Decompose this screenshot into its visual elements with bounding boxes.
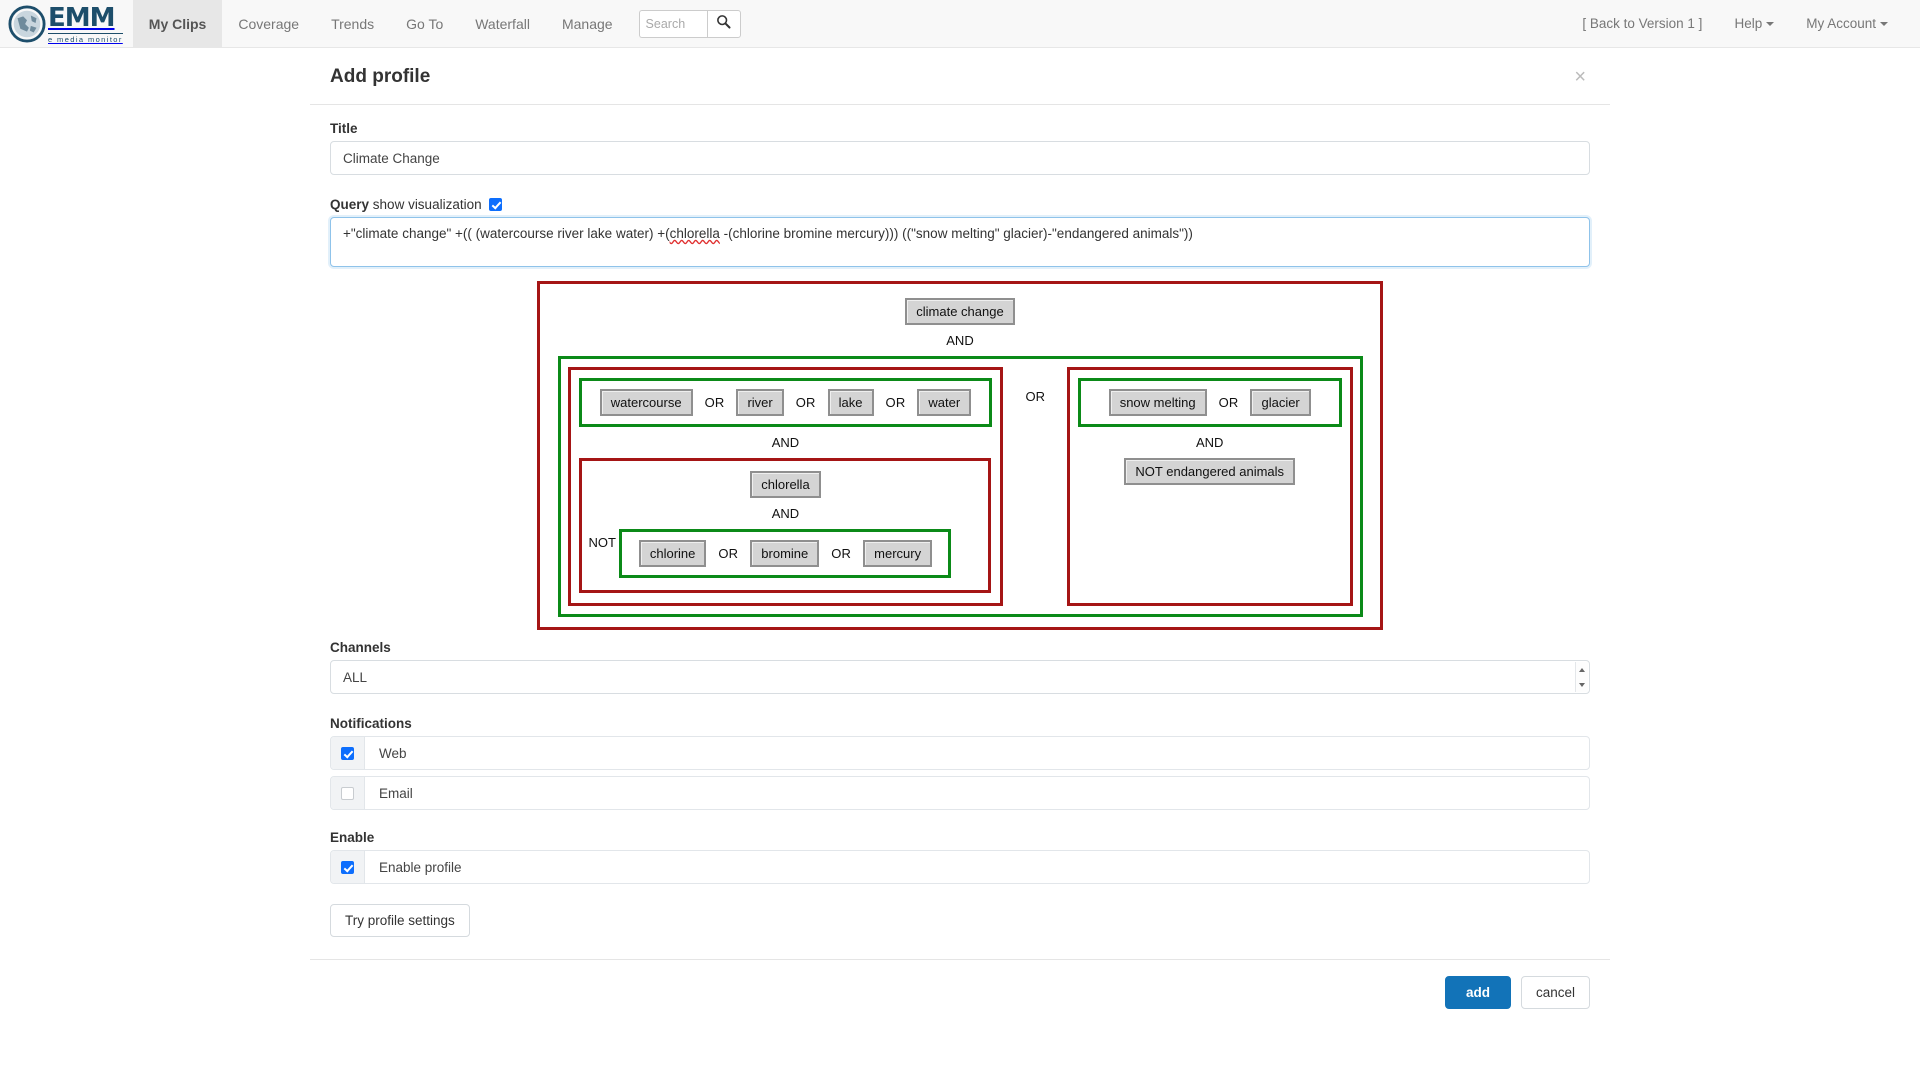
viz-root-group: climate change AND watercourse OR river … [537,281,1383,630]
query-visualization: climate change AND watercourse OR river … [330,267,1590,640]
viz-token-mercury: mercury [863,540,933,567]
viz-token-chlorella: chlorella [750,471,821,498]
viz-left-branch: watercourse OR river OR lake OR water AN… [567,367,1004,606]
viz-right-operator: AND [1196,435,1224,450]
viz-left-op-3: OR [885,395,906,410]
viz-root-operator: AND [946,333,974,348]
secondary-nav: [ Back to Version 1 ] Help My Account [1568,0,1920,47]
enable-profile-checkbox-cell [331,851,365,883]
nav-item-my-account[interactable]: My Account [1792,0,1902,48]
query-text-misspelled: chlorella [669,226,720,241]
enable-label: Enable [330,830,375,845]
viz-right-terms-group: snow melting OR glacier [1077,378,1342,427]
search-input[interactable]: Search [638,9,707,38]
enable-profile-label: Enable profile [379,859,462,875]
viz-token-bromine: bromine [750,540,820,567]
page-body: Add profile × Title Query show visualiza… [0,48,1920,1027]
primary-nav: My Clips Coverage Trends Go To Waterfall… [132,0,629,48]
viz-token-snow-melting: snow melting [1108,389,1207,416]
brand-name: EMM [48,2,116,33]
query-label-text: Query [330,197,370,212]
help-label: Help [1734,16,1763,31]
viz-left-terms-group: watercourse OR river OR lake OR water [578,378,993,427]
viz-token-climate-change: climate change [905,298,1015,325]
channels-select[interactable]: ALL [330,660,1590,694]
nav-item-go-to[interactable]: Go To [406,16,444,32]
top-navbar: EMM e media monitor My Clips Coverage Tr… [0,0,1920,48]
modal-body: Title Query show visualization +"climate… [310,105,1610,937]
nav-item-coverage[interactable]: Coverage [238,16,300,32]
show-visualization-label: show visualization [372,197,482,212]
viz-left-inner-op-2: OR [831,546,852,561]
viz-left-inner-operator: AND [771,506,800,521]
add-button[interactable]: add [1444,976,1511,1009]
channels-label: Channels [330,640,391,655]
navbar-search: Search [638,9,741,38]
viz-right-op-1: OR [1218,395,1239,410]
viz-token-glacier: glacier [1250,389,1311,416]
query-text-part-a: +"climate change" +(( (watercourse river… [343,226,670,241]
enable-profile-checkbox[interactable] [341,860,354,874]
notification-web-checkbox-cell [331,737,365,769]
add-profile-modal: Add profile × Title Query show visualiza… [310,48,1610,1027]
chevron-down-icon [1766,21,1775,26]
viz-left-operator: AND [771,435,800,450]
query-field-label: Query show visualization [330,197,1590,212]
brand-logo[interactable]: EMM e media monitor [0,0,133,48]
search-button[interactable] [706,9,741,38]
notifications-label: Notifications [330,716,412,731]
viz-left-op-1: OR [704,395,725,410]
channels-select-spinner[interactable] [1575,662,1588,692]
try-profile-settings-button[interactable]: Try profile settings [330,904,470,937]
brand-subtitle: e media monitor [48,32,123,44]
viz-token-watercourse: watercourse [599,389,693,416]
modal-footer: add cancel [310,959,1610,1027]
notification-email-checkbox[interactable] [341,786,354,800]
show-visualization-checkbox[interactable] [489,198,503,211]
viz-token-river: river [736,389,784,416]
notification-web-checkbox[interactable] [341,746,354,760]
enable-profile-row[interactable]: Enable profile [330,850,1590,884]
viz-or-group: watercourse OR river OR lake OR water AN… [557,356,1363,617]
channels-select-wrap: ALL [330,660,1590,694]
notification-row-web[interactable]: Web [330,736,1590,770]
notification-email-checkbox-cell [331,777,365,809]
viz-left-op-2: OR [795,395,816,410]
viz-token-not-endangered-animals: NOT endangered animals [1124,458,1296,485]
nav-item-manage[interactable]: Manage [561,16,613,32]
nav-item-back-to-version-1[interactable]: [ Back to Version 1 ] [1582,16,1703,31]
close-icon[interactable]: × [1574,66,1586,88]
chevron-down-icon [1880,21,1888,26]
chevron-down-icon [1579,682,1585,687]
notification-row-email[interactable]: Email [330,776,1590,810]
chevron-up-icon [1579,667,1585,672]
viz-token-chlorine: chlorine [638,540,707,567]
notification-email-label: Email [379,785,413,801]
globe-icon [8,5,46,43]
notification-web-label: Web [379,745,407,761]
search-icon [716,14,731,34]
viz-not-label: NOT [588,535,616,550]
nav-item-waterfall[interactable]: Waterfall [475,16,530,32]
viz-token-water: water [917,389,972,416]
my-account-label: My Account [1806,16,1876,31]
title-field-label: Title [330,121,358,136]
viz-right-branch: snow melting OR glacier AND NOT endanger… [1066,367,1353,606]
nav-item-help[interactable]: Help [1720,0,1788,48]
viz-token-lake: lake [827,389,874,416]
title-input[interactable] [330,141,1590,175]
nav-item-trends[interactable]: Trends [331,16,375,32]
modal-header: Add profile × [310,48,1610,105]
viz-left-inner-terms-group: chlorine OR bromine OR mercury [619,529,952,578]
page-title: Add profile [330,66,431,87]
viz-left-not-group: NOT chlorella AND chlorine OR bromine OR… [579,458,992,593]
cancel-button[interactable]: cancel [1520,976,1590,1009]
viz-branch-operator: OR [1025,389,1045,404]
nav-item-my-clips[interactable]: My Clips [132,0,223,48]
viz-left-inner-op-1: OR [718,546,739,561]
query-input[interactable]: +"climate change" +(( (watercourse river… [330,217,1590,267]
query-text-part-b: -(chlorine bromine mercury))) (("snow me… [719,226,1193,241]
